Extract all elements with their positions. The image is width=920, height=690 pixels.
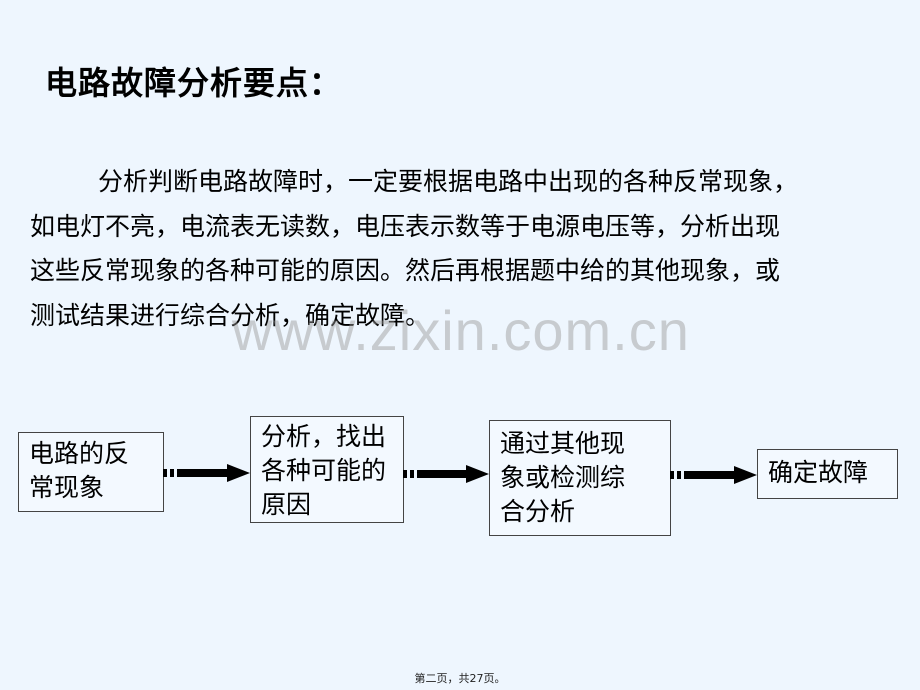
- flow-text: 象或检测综: [500, 463, 626, 492]
- flow-text: 分析，找出: [261, 422, 387, 451]
- paragraph-line: 分析判断电路故障时，一定要根据电路中出现的各种反常现象，: [98, 167, 799, 196]
- watermark: www.zixin.com.cn: [232, 299, 690, 362]
- flow-text: 各种可能的: [261, 456, 387, 485]
- arrow-right-icon: [403, 465, 489, 483]
- paragraph-line: 测试结果进行综合分析，确定故障。: [30, 300, 431, 330]
- flow-box-determine-fault: 确定故障: [757, 449, 898, 499]
- flow-text: 通过其他现: [500, 429, 626, 458]
- body-paragraph: 分析判断电路故障时，一定要根据电路中出现的各种反常现象， 如电灯不亮，电流表无读…: [30, 160, 900, 338]
- flow-text: 常现象: [29, 473, 105, 502]
- arrow-right-icon: [670, 466, 757, 484]
- flow-box-abnormal-phenomena: 电路的反 常现象: [18, 432, 164, 512]
- flow-text: 原因: [261, 490, 312, 519]
- flow-box-analyze-causes: 分析，找出 各种可能的 原因: [250, 416, 404, 523]
- flow-text: 电路的反: [29, 439, 130, 468]
- arrow-right-icon: [163, 464, 250, 482]
- flow-text: 确定故障: [768, 458, 869, 487]
- paragraph-line: 这些反常现象的各种可能的原因。然后再根据题中给的其他现象，或: [30, 256, 781, 285]
- flow-text: 合分析: [500, 497, 576, 526]
- flow-box-comprehensive-analysis: 通过其他现 象或检测综 合分析: [489, 420, 671, 536]
- paragraph-line: 如电灯不亮，电流表无读数，电压表示数等于电源电压等，分析出现: [30, 211, 781, 241]
- slide-title: 电路故障分析要点：: [45, 64, 343, 102]
- page-footer: 第二页，共27页。: [414, 672, 506, 685]
